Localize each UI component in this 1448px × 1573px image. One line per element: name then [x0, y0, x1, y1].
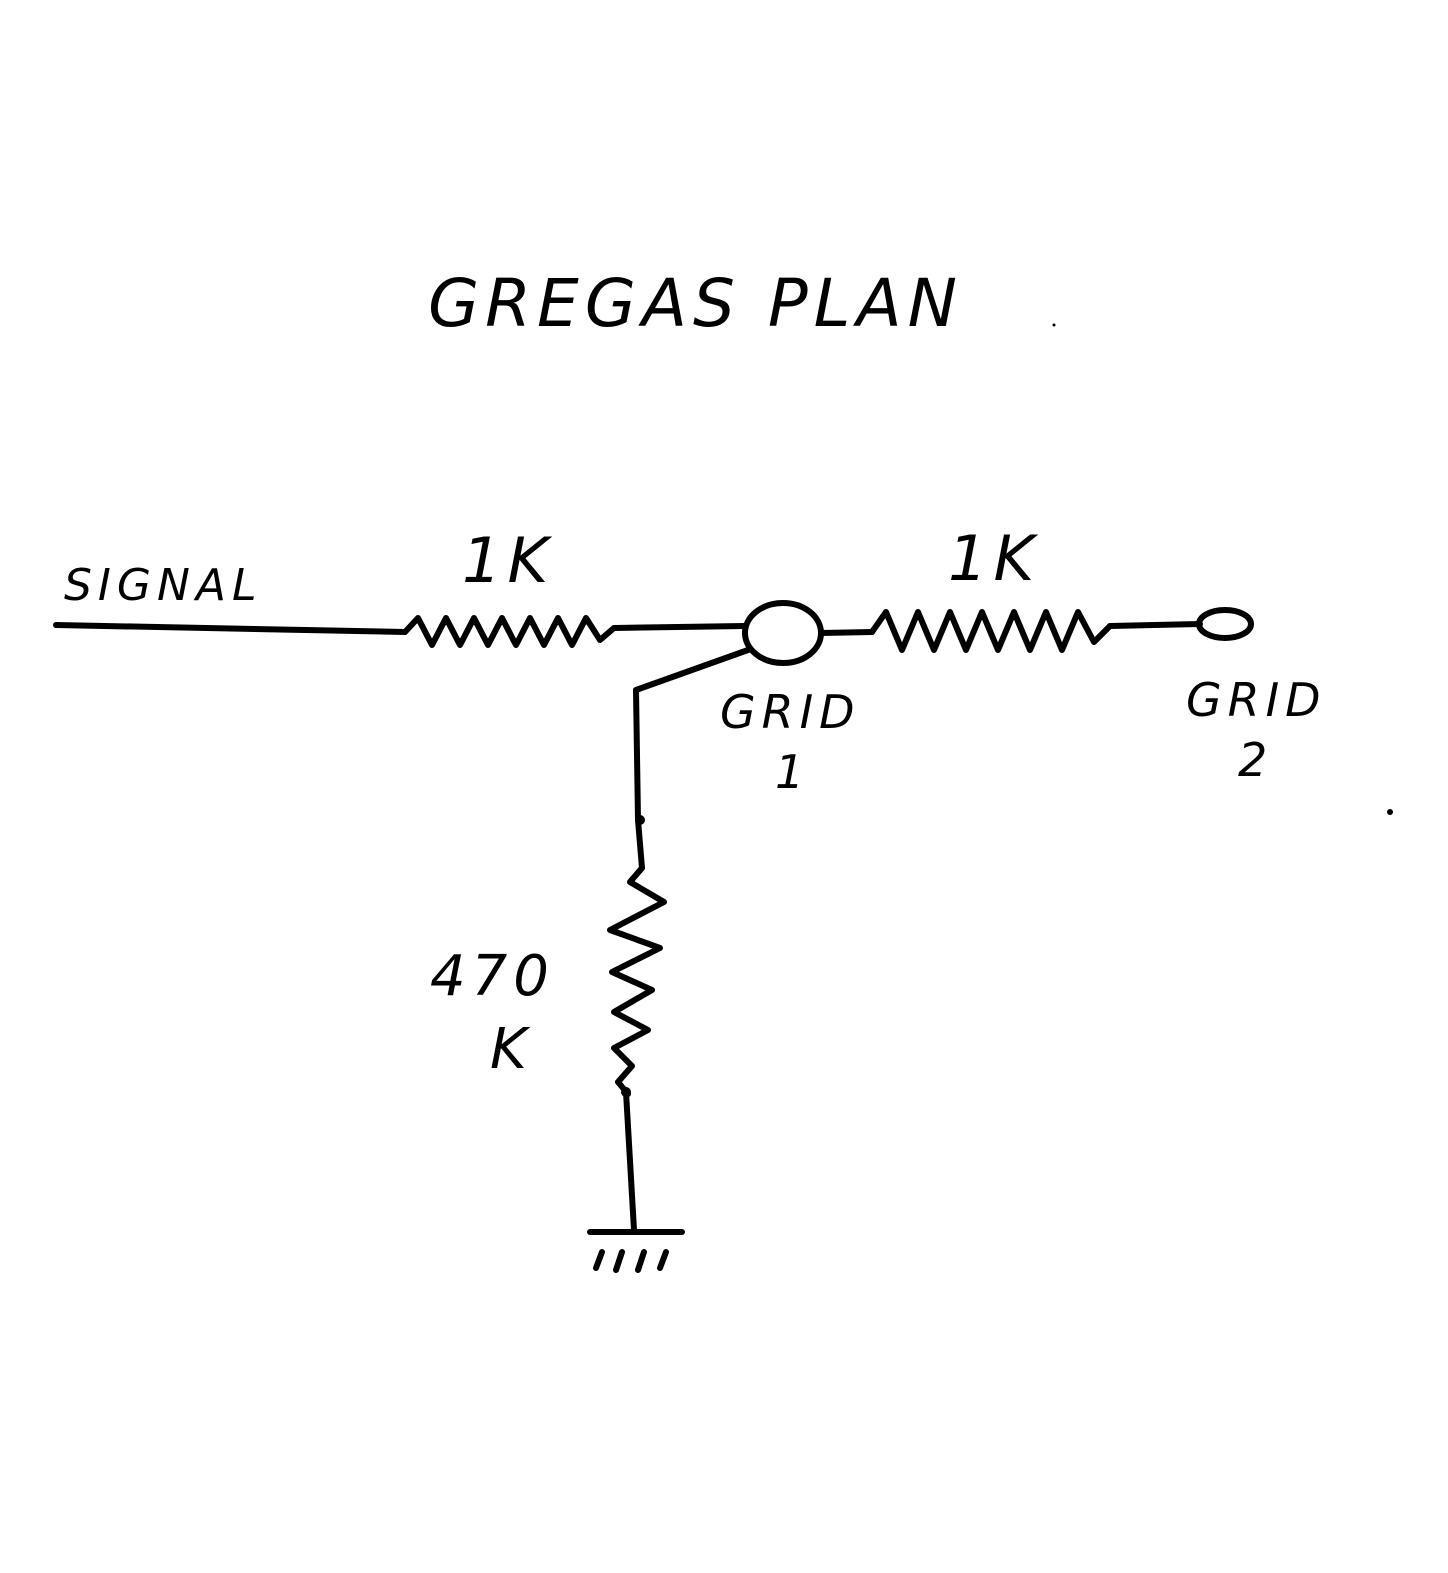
- wire-grid1-to-r3: [633, 647, 751, 871]
- grid1-label-line2: 1: [775, 745, 810, 799]
- resistor-3-value-line2: K: [490, 1017, 533, 1082]
- grid2-label-line2: 2: [1238, 733, 1273, 787]
- diagram-title: GREGAS PLAN: [428, 265, 963, 342]
- resistor-2-symbol: [869, 609, 1113, 653]
- junction-dot-upper: [635, 815, 645, 825]
- grid1-terminal: [742, 600, 824, 666]
- resistor-3-value-line1: 470: [430, 944, 555, 1009]
- resistor-1-value: 1K: [462, 524, 554, 597]
- speck: [1387, 809, 1393, 815]
- resistor-2-value: 1K: [948, 522, 1040, 595]
- signal-wire: [53, 622, 408, 635]
- wire-r2-to-grid2: [1107, 621, 1203, 629]
- wire-grid1-to-r2: [818, 629, 875, 636]
- speck: [1052, 323, 1056, 327]
- signal-label: SIGNAL: [64, 560, 263, 611]
- grid2-label-line1: GRID: [1186, 673, 1327, 727]
- resistor-1-symbol: [402, 615, 617, 648]
- wire-r1-to-grid1: [611, 623, 748, 631]
- resistor-3-symbol: [607, 865, 667, 1097]
- wire-r3-to-ground: [623, 1089, 637, 1233]
- grid2-terminal: [1196, 607, 1254, 641]
- ground-icon: [587, 1229, 685, 1273]
- grid1-label-line1: GRID: [720, 685, 861, 739]
